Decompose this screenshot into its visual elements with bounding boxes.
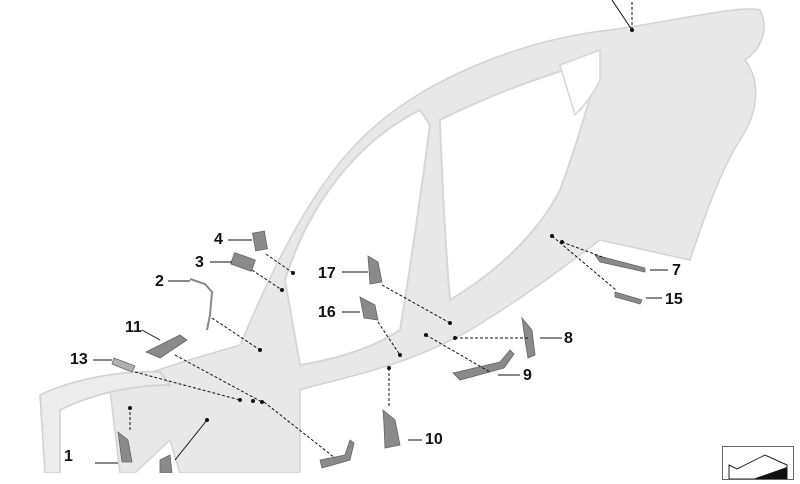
rear-door-opening — [438, 58, 602, 302]
box-glyph-icon — [728, 454, 788, 480]
toolbox-parts-icon[interactable] — [722, 446, 794, 480]
callout-1[interactable]: 1 — [64, 448, 73, 465]
callout-10[interactable]: 10 — [425, 431, 443, 448]
callout-4[interactable]: 4 — [214, 231, 223, 248]
front-door-opening — [283, 108, 432, 367]
body-panel — [109, 8, 765, 474]
quarter-window-opening — [559, 48, 601, 117]
front-wheel-arch — [39, 370, 172, 474]
callout-13[interactable]: 13 — [70, 351, 88, 368]
callout-17[interactable]: 17 — [318, 265, 336, 282]
leader-lines — [93, 0, 668, 464]
callout-9[interactable]: 9 — [523, 367, 532, 384]
body-side-frame-illustration — [39, 0, 765, 474]
callout-15[interactable]: 15 — [665, 291, 683, 308]
parts-diagram: 1 2 3 4 7 8 9 10 11 13 15 16 17 — [39, 0, 794, 480]
callout-7[interactable]: 7 — [672, 262, 681, 279]
parts — [111, 230, 646, 474]
callout-8[interactable]: 8 — [564, 330, 573, 347]
callout-3[interactable]: 3 — [195, 254, 204, 271]
callout-16[interactable]: 16 — [318, 304, 336, 321]
callout-11[interactable]: 11 — [125, 319, 142, 336]
anchor-dots — [128, 28, 634, 422]
callout-2[interactable]: 2 — [155, 273, 164, 290]
